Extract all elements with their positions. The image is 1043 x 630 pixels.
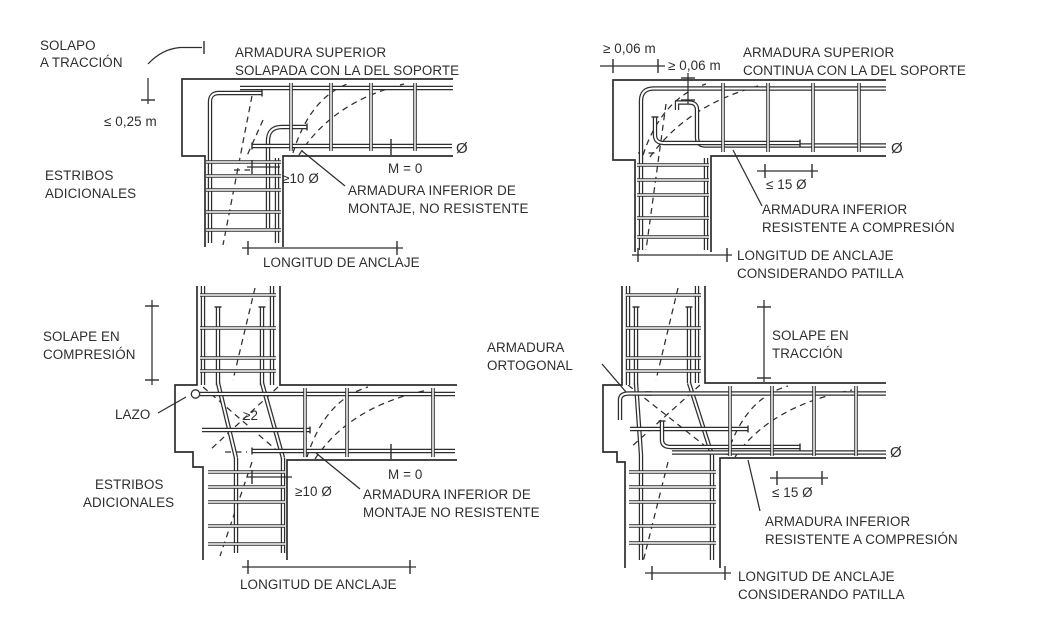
dashed-line xyxy=(245,119,264,159)
bottom-bar-with-hook xyxy=(674,100,886,148)
stirrups-label: ESTRIBOS xyxy=(95,477,164,492)
leader-line xyxy=(732,149,763,207)
bend-trajectories xyxy=(222,82,405,246)
stirrups-label: ADICIONALES xyxy=(45,186,136,201)
dashed-line xyxy=(232,287,256,381)
stirrups xyxy=(200,293,435,546)
diagram-top-right: ≥ 0,06 m ≥ 0,06 m ARMADURA SUPERIOR CONT… xyxy=(600,41,966,281)
orthogonal-label: ARMADURA xyxy=(487,340,564,355)
concrete-outline xyxy=(612,79,886,252)
top-rebar-label: ARMADURA SUPERIOR xyxy=(743,45,894,60)
lap-label: TRACCIÓN xyxy=(772,346,843,361)
labels: SOLAPE EN COMPRESIÓN LAZO ≥2 ESTRIBOS AD… xyxy=(43,329,540,592)
anchorage-length-label: CONSIDERANDO PATILLA xyxy=(737,266,904,281)
anchorage-length-label: LONGITUD DE ANCLAJE xyxy=(240,577,397,592)
dashed-arc xyxy=(726,385,789,456)
dashed-line xyxy=(645,103,667,251)
stirrups-label: ESTRIBOS xyxy=(45,168,114,183)
lap-label: SOLAPO xyxy=(40,38,96,53)
dimensions xyxy=(600,59,818,262)
orthogonal-label: ORTOGONAL xyxy=(487,358,573,373)
lap-label: SOLAPE EN xyxy=(43,329,120,344)
leader-line xyxy=(315,452,361,490)
dashed-line xyxy=(655,287,679,381)
bottom-rebar-label: ARMADURA INFERIOR DE xyxy=(348,183,516,198)
labels: SOLAPO A TRACCIÓN ARMADURA SUPERIOR SOLA… xyxy=(40,38,529,270)
dimensions xyxy=(145,300,416,574)
lap-dimension: ≤ 0,25 m xyxy=(104,114,157,129)
lap-dimension: ≤ 15 Ø xyxy=(766,177,807,192)
diameter-symbol: Ø xyxy=(456,140,468,157)
top-rebar-label: ARMADURA SUPERIOR xyxy=(235,45,386,60)
anchorage-length-label: CONSIDERANDO PATILLA xyxy=(738,587,905,602)
labels: ≥ 0,06 m ≥ 0,06 m ARMADURA SUPERIOR CONT… xyxy=(603,41,966,281)
lap-l-bar xyxy=(652,117,800,146)
stirrups xyxy=(206,83,417,232)
dashed-line xyxy=(642,461,669,563)
stirrups-label: ADICIONALES xyxy=(83,495,174,510)
top-rebar-label: SOLAPADA CON LA DEL SOPORTE xyxy=(235,63,459,78)
bottom-rebar-label: MONTAJE, NO RESISTENTE xyxy=(348,201,529,216)
lap-label: A TRACCIÓN xyxy=(40,55,123,70)
leader-line xyxy=(147,46,202,65)
lap-label: SOLAPE EN xyxy=(772,328,849,343)
dashed-line xyxy=(627,384,715,454)
anchorage-dimension: ≥10 Ø xyxy=(295,484,332,499)
moment-label: M = 0 xyxy=(388,161,422,176)
concrete-outline xyxy=(181,78,453,247)
bottom-rebar-label: RESISTENTE A COMPRESIÓN xyxy=(765,532,958,547)
labels: ARMADURA ORTOGONAL SOLAPE EN TRACCIÓN Ø … xyxy=(487,328,958,602)
hook-dimension: ≥ 0,06 m xyxy=(603,41,656,56)
anchorage-length-label: LONGITUD DE ANCLAJE xyxy=(263,255,420,270)
bottom-rebar-label: MONTAJE NO RESISTENTE xyxy=(363,505,540,520)
top-rebar-label: CONTINUA CON LA DEL SOPORTE xyxy=(743,63,966,78)
concrete-outline xyxy=(174,286,457,560)
anchorage-length-label: LONGITUD DE ANCLAJE xyxy=(738,569,895,584)
dashed-arc xyxy=(314,389,429,460)
rebars xyxy=(617,286,886,560)
bend-trajectories xyxy=(638,83,763,251)
bottom-rebar-label: ARMADURA INFERIOR xyxy=(765,514,911,529)
leader-line xyxy=(747,459,761,512)
rebars xyxy=(638,86,886,250)
bottom-rebar-label: ARMADURA INFERIOR DE xyxy=(363,487,531,502)
concrete-outline xyxy=(602,286,886,568)
dashed-arc xyxy=(306,386,369,458)
leader-line xyxy=(157,396,187,414)
dashed-arc xyxy=(292,82,351,154)
diameter-symbol: Ø xyxy=(890,444,902,461)
dashed-arc xyxy=(298,83,405,156)
moment-label: M = 0 xyxy=(388,467,422,482)
diagram-bottom-left: SOLAPE EN COMPRESIÓN LAZO ≥2 ESTRIBOS AD… xyxy=(43,286,540,592)
slope-dimension: ≥2 xyxy=(243,408,258,423)
dimensions xyxy=(601,300,828,580)
anchorage-length-label: LONGITUD DE ANCLAJE xyxy=(737,248,894,263)
stirrups xyxy=(637,83,861,239)
bottom-rebar-label: RESISTENTE A COMPRESIÓN xyxy=(762,220,955,235)
lap-label: COMPRESIÓN xyxy=(43,347,136,362)
hook-dimension: ≥ 0,06 m xyxy=(668,58,721,73)
anchorage-dimension: ≥10 Ø xyxy=(282,171,319,186)
diagram-top-left: SOLAPO A TRACCIÓN ARMADURA SUPERIOR SOLA… xyxy=(40,38,529,270)
loop-label: LAZO xyxy=(115,407,150,422)
column-outer-bar-hook xyxy=(207,90,262,243)
loop-anchor xyxy=(190,389,201,399)
diagram-bottom-right: ARMADURA ORTOGONAL SOLAPE EN TRACCIÓN Ø … xyxy=(487,286,958,602)
dashed-line xyxy=(202,386,282,455)
stirrups xyxy=(626,293,858,545)
rebars xyxy=(207,85,453,243)
leader-line xyxy=(301,150,346,187)
dimensions xyxy=(141,41,403,255)
lap-dimension: ≤ 15 Ø xyxy=(772,485,813,500)
bottom-rebar-label: ARMADURA INFERIOR xyxy=(762,202,908,217)
diameter-symbol: Ø xyxy=(891,140,903,157)
leader-line xyxy=(601,363,627,393)
